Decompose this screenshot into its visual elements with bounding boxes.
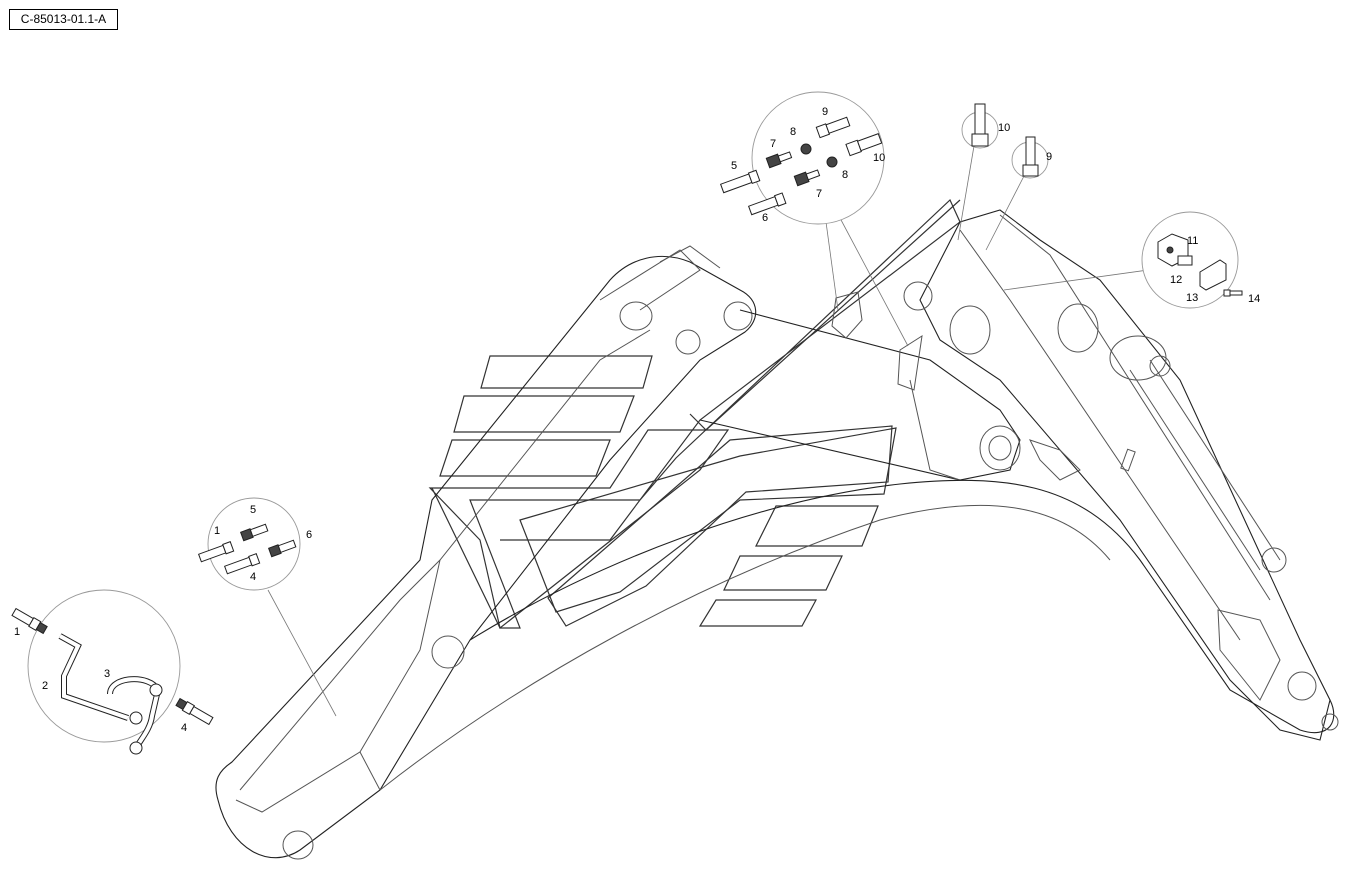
callout-6: 6 xyxy=(762,212,768,224)
callout-7a: 7 xyxy=(770,138,776,150)
fitting-7a-part xyxy=(765,151,793,169)
callout-pin-9: 9 xyxy=(1046,151,1052,163)
fitting-6-mid-part xyxy=(267,539,297,558)
pipe-5-part xyxy=(719,169,761,194)
spacer-12-part xyxy=(1177,255,1193,266)
detail-mid-fittings: 1 4 5 6 xyxy=(197,497,312,591)
callout-left-2: 2 xyxy=(42,680,48,692)
pipe-6-part xyxy=(747,192,787,216)
adapter-1-part xyxy=(11,607,48,635)
seal-8a-part xyxy=(800,143,812,155)
callout-left-4: 4 xyxy=(181,722,187,734)
callout-10: 10 xyxy=(873,152,885,164)
callout-left-1: 1 xyxy=(14,626,20,638)
callout-8a: 8 xyxy=(790,126,796,138)
callout-mid-5: 5 xyxy=(250,504,256,516)
plug-10-part xyxy=(845,133,883,157)
callout-pin-10: 10 xyxy=(998,122,1010,134)
callout-7b: 7 xyxy=(816,188,822,200)
callout-8b: 8 xyxy=(842,169,848,181)
leader-lines xyxy=(267,145,1149,717)
pipe-1-mid-part xyxy=(197,541,235,563)
detail-left-pipes: 1 2 3 4 xyxy=(11,589,214,755)
detail-top-fittings: 5 6 7 7 8 8 9 10 xyxy=(719,91,885,225)
adapter-4-part xyxy=(175,697,214,726)
callout-mid-6: 6 xyxy=(306,529,312,541)
pin-10-part xyxy=(971,103,989,147)
fitting-5-mid-part xyxy=(239,523,269,542)
drawing-id-label: C-85013-01.1-A xyxy=(9,9,118,30)
pin-9-part xyxy=(1022,136,1039,177)
pipe-4-mid-part xyxy=(223,553,261,575)
callout-11: 11 xyxy=(1187,235,1198,247)
watermark-logo xyxy=(428,198,961,630)
fitting-7b-part xyxy=(793,169,821,187)
callout-left-3: 3 xyxy=(104,668,110,680)
detail-pins: 10 9 xyxy=(961,103,1052,179)
callout-12: 12 xyxy=(1170,274,1182,286)
boom-arm-assembly xyxy=(215,209,1339,860)
seal-8b-part xyxy=(826,156,838,168)
callout-14: 14 xyxy=(1248,293,1260,305)
callout-mid-1: 1 xyxy=(214,525,220,537)
callout-mid-4: 4 xyxy=(250,571,256,583)
callout-9: 9 xyxy=(822,106,828,118)
callout-5: 5 xyxy=(731,160,737,172)
callout-13: 13 xyxy=(1186,292,1198,304)
bolt-14-part xyxy=(1223,289,1243,297)
detail-right-bracket: 11 12 13 14 xyxy=(1141,211,1260,309)
clamp-13-part xyxy=(1199,259,1227,291)
plug-9-part xyxy=(815,116,851,139)
